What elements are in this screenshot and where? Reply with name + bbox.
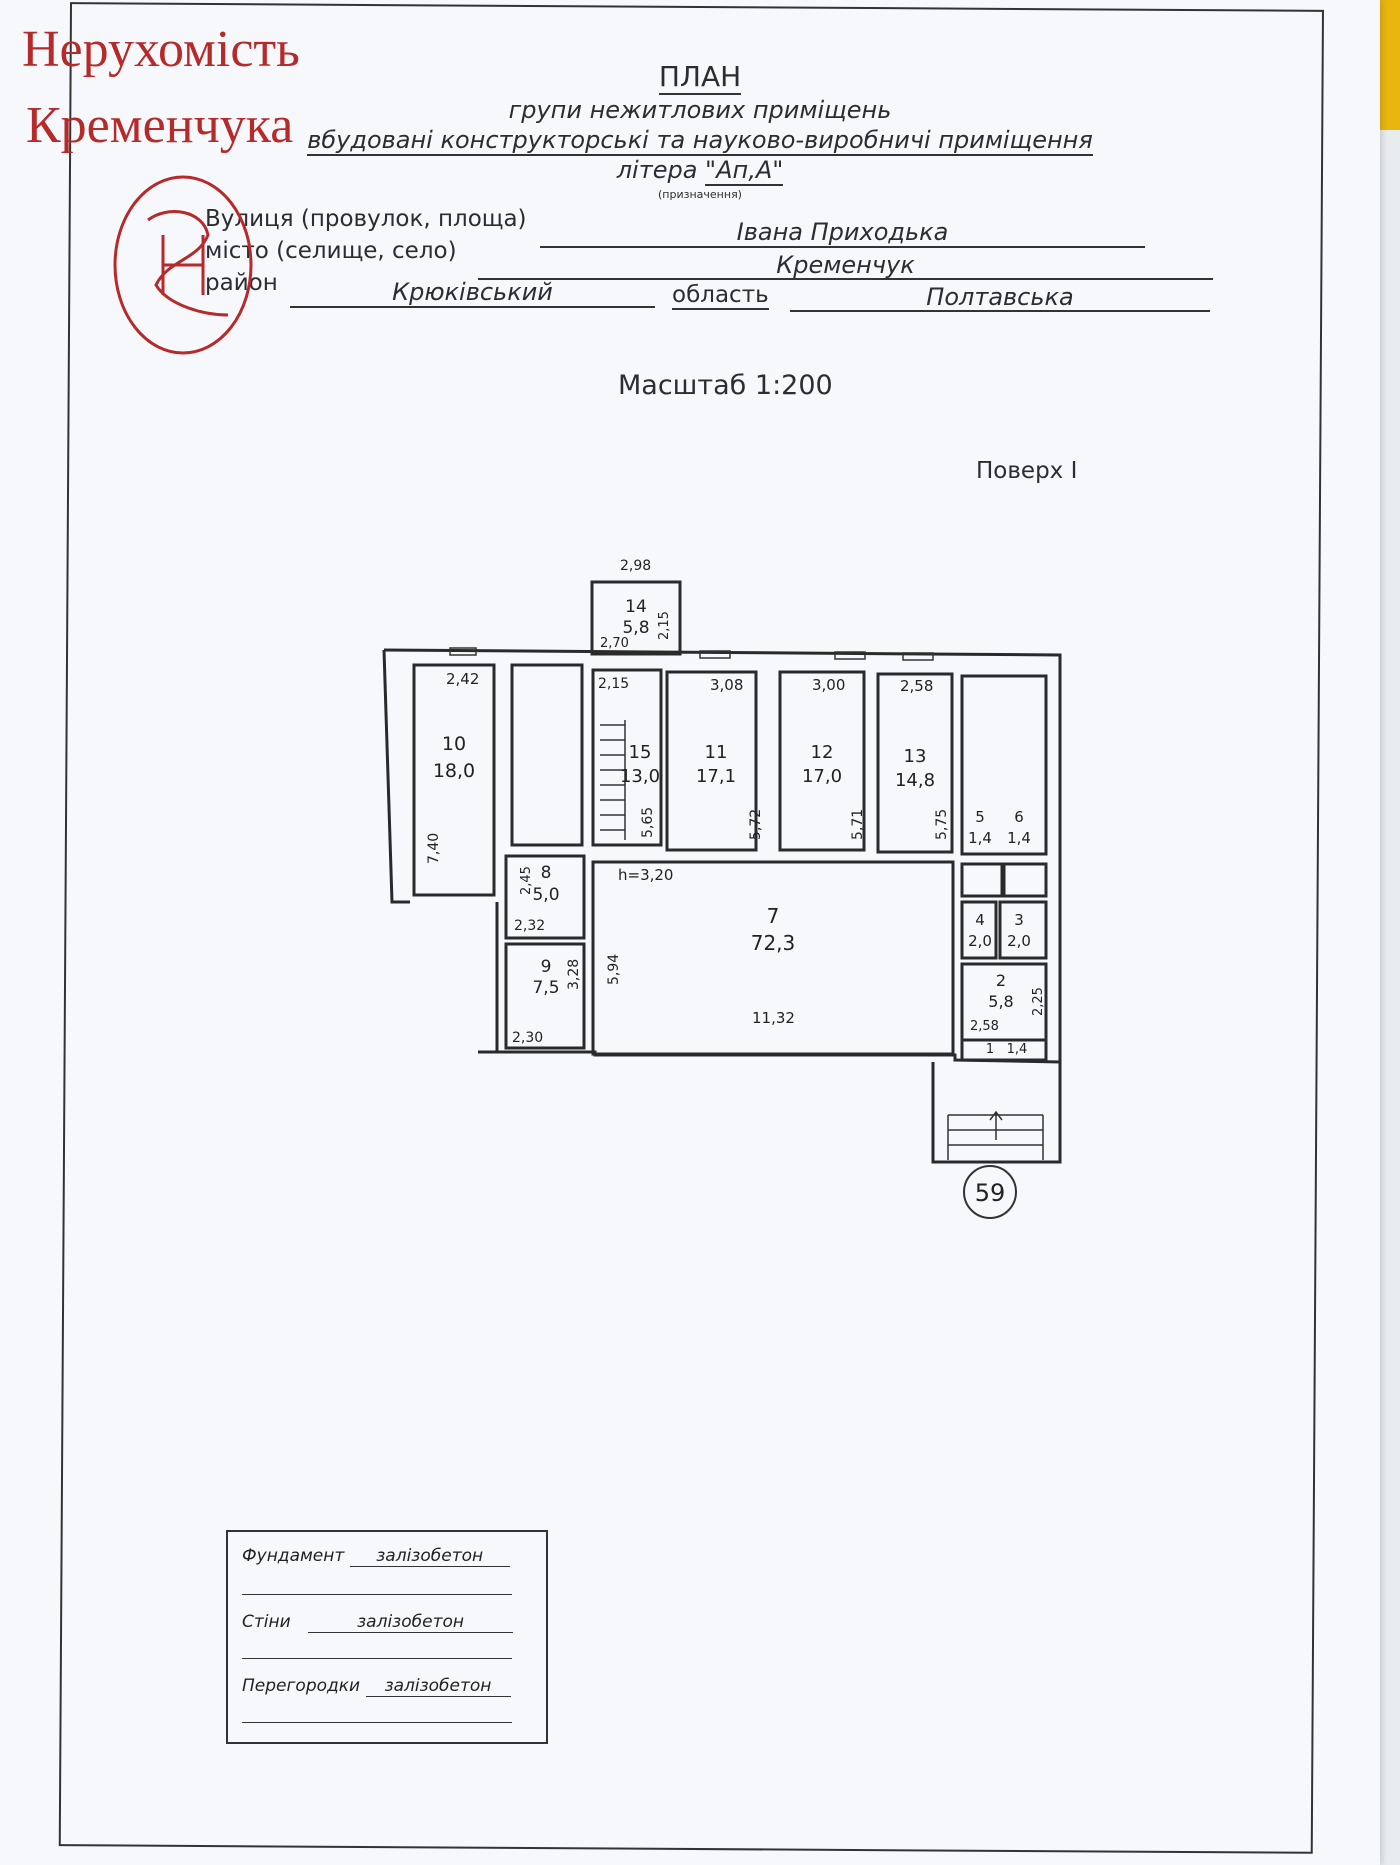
document-subtitle: групи нежитлових приміщень xyxy=(508,96,892,124)
region-value: Полтавська xyxy=(790,276,1210,312)
room-7-area: 72,3 xyxy=(751,931,796,955)
watermark-line-1: Нерухомість xyxy=(22,21,300,78)
room-5-area: 1,4 xyxy=(968,829,992,847)
room-7-id: 7 xyxy=(767,904,780,928)
room-12-id: 12 xyxy=(811,742,834,763)
dim-3-08: 3,08 xyxy=(710,676,743,694)
room-1-id: 1 xyxy=(986,1042,994,1057)
room-4-area: 2,0 xyxy=(968,932,992,950)
room-2-id: 2 xyxy=(996,971,1006,990)
dim-7-40: 7,40 xyxy=(426,833,442,864)
legend-blank-line xyxy=(242,1722,512,1723)
ceiling-height: h=3,20 xyxy=(618,866,673,884)
district-label: район xyxy=(205,270,278,296)
partitions-row: Перегородки залізобетон xyxy=(242,1676,511,1697)
dim-5-71: 5,71 xyxy=(850,809,866,840)
room-4-id: 4 xyxy=(975,911,985,929)
room-13-area: 14,8 xyxy=(895,770,935,791)
walls-value: залізобетон xyxy=(308,1612,514,1633)
dim-2-45: 2,45 xyxy=(519,866,534,895)
partitions-label: Перегородки xyxy=(242,1676,361,1696)
walls-row: Стіни залізобетон xyxy=(242,1612,514,1633)
room-6-id: 6 xyxy=(1014,808,1024,826)
room-8-area: 5,0 xyxy=(532,885,559,905)
room-8-id: 8 xyxy=(541,863,552,883)
region-label: область xyxy=(672,282,769,310)
room-15-id: 15 xyxy=(629,742,652,763)
premises-purpose: вбудовані конструкторські та науково-вир… xyxy=(307,126,1093,156)
room-10-id: 10 xyxy=(442,733,466,755)
watermark-stamp xyxy=(113,175,253,355)
dim-2-15-b: 2,15 xyxy=(598,676,629,692)
foundation-label: Фундамент xyxy=(242,1546,345,1566)
room-10-area: 18,0 xyxy=(433,760,475,782)
dim-2-32: 2,32 xyxy=(514,918,545,934)
dim-2-70: 2,70 xyxy=(600,636,629,651)
room-9-area: 7,5 xyxy=(532,978,559,998)
room-3-id: 3 xyxy=(1014,911,1024,929)
dim-2-25: 2,25 xyxy=(1031,987,1046,1016)
building-letter: літера "Ап,А" xyxy=(616,156,784,186)
dim-2-98: 2,98 xyxy=(620,558,651,574)
dim-5-72: 5,72 xyxy=(748,809,764,840)
dim-5-75: 5,75 xyxy=(934,809,950,840)
room-13-id: 13 xyxy=(904,746,927,767)
room-11-id: 11 xyxy=(705,742,728,763)
building-number-circle xyxy=(963,1165,1017,1219)
street-value: Івана Приходька xyxy=(540,210,1145,248)
room-15-area: 13,0 xyxy=(620,766,660,787)
dim-11-32: 11,32 xyxy=(752,1009,795,1027)
dim-2-58-b: 2,58 xyxy=(970,1019,999,1034)
room-11-area: 17,1 xyxy=(696,766,736,787)
street-label: Вулиця (провулок, площа) xyxy=(205,206,527,232)
dim-3-28: 3,28 xyxy=(566,959,582,990)
dim-3-00: 3,00 xyxy=(812,676,845,694)
city-label: місто (селище, село) xyxy=(205,238,457,264)
room-12-area: 17,0 xyxy=(802,766,842,787)
floor-label: Поверх І xyxy=(976,458,1078,484)
room-1-area: 1,4 xyxy=(1007,1042,1028,1057)
partitions-value: залізобетон xyxy=(365,1676,511,1697)
foundation-value: залізобетон xyxy=(349,1546,510,1567)
legend-blank-line xyxy=(242,1594,512,1595)
scale-label: Масштаб 1:200 xyxy=(618,370,833,401)
district-value: Крюківський xyxy=(290,270,655,308)
materials-legend: Фундамент залізобетон Стіни залізобетон … xyxy=(226,1530,548,1744)
dim-2-58-a: 2,58 xyxy=(900,677,933,695)
room-14-id: 14 xyxy=(625,597,647,617)
purpose-caption: (призначення) xyxy=(658,188,742,201)
room-9-id: 9 xyxy=(541,957,552,977)
dim-2-30: 2,30 xyxy=(512,1030,543,1046)
legend-blank-line xyxy=(242,1658,512,1659)
watermark-line-2: Кременчука xyxy=(26,97,294,154)
dim-5-94: 5,94 xyxy=(606,954,622,985)
foundation-row: Фундамент залізобетон xyxy=(242,1546,510,1567)
room-3-area: 2,0 xyxy=(1007,932,1031,950)
room-5-id: 5 xyxy=(975,808,985,826)
city-value: Кременчук xyxy=(478,244,1213,280)
room-14-area: 5,8 xyxy=(622,618,649,638)
walls-label: Стіни xyxy=(242,1612,291,1632)
document-title: ПЛАН xyxy=(658,60,742,95)
dim-2-15-a: 2,15 xyxy=(657,611,672,640)
building-number: 59 xyxy=(975,1179,1006,1207)
room-6-area: 1,4 xyxy=(1007,829,1031,847)
dim-5-65: 5,65 xyxy=(640,807,656,838)
dim-2-42: 2,42 xyxy=(446,670,479,688)
room-2-area: 5,8 xyxy=(988,992,1013,1011)
